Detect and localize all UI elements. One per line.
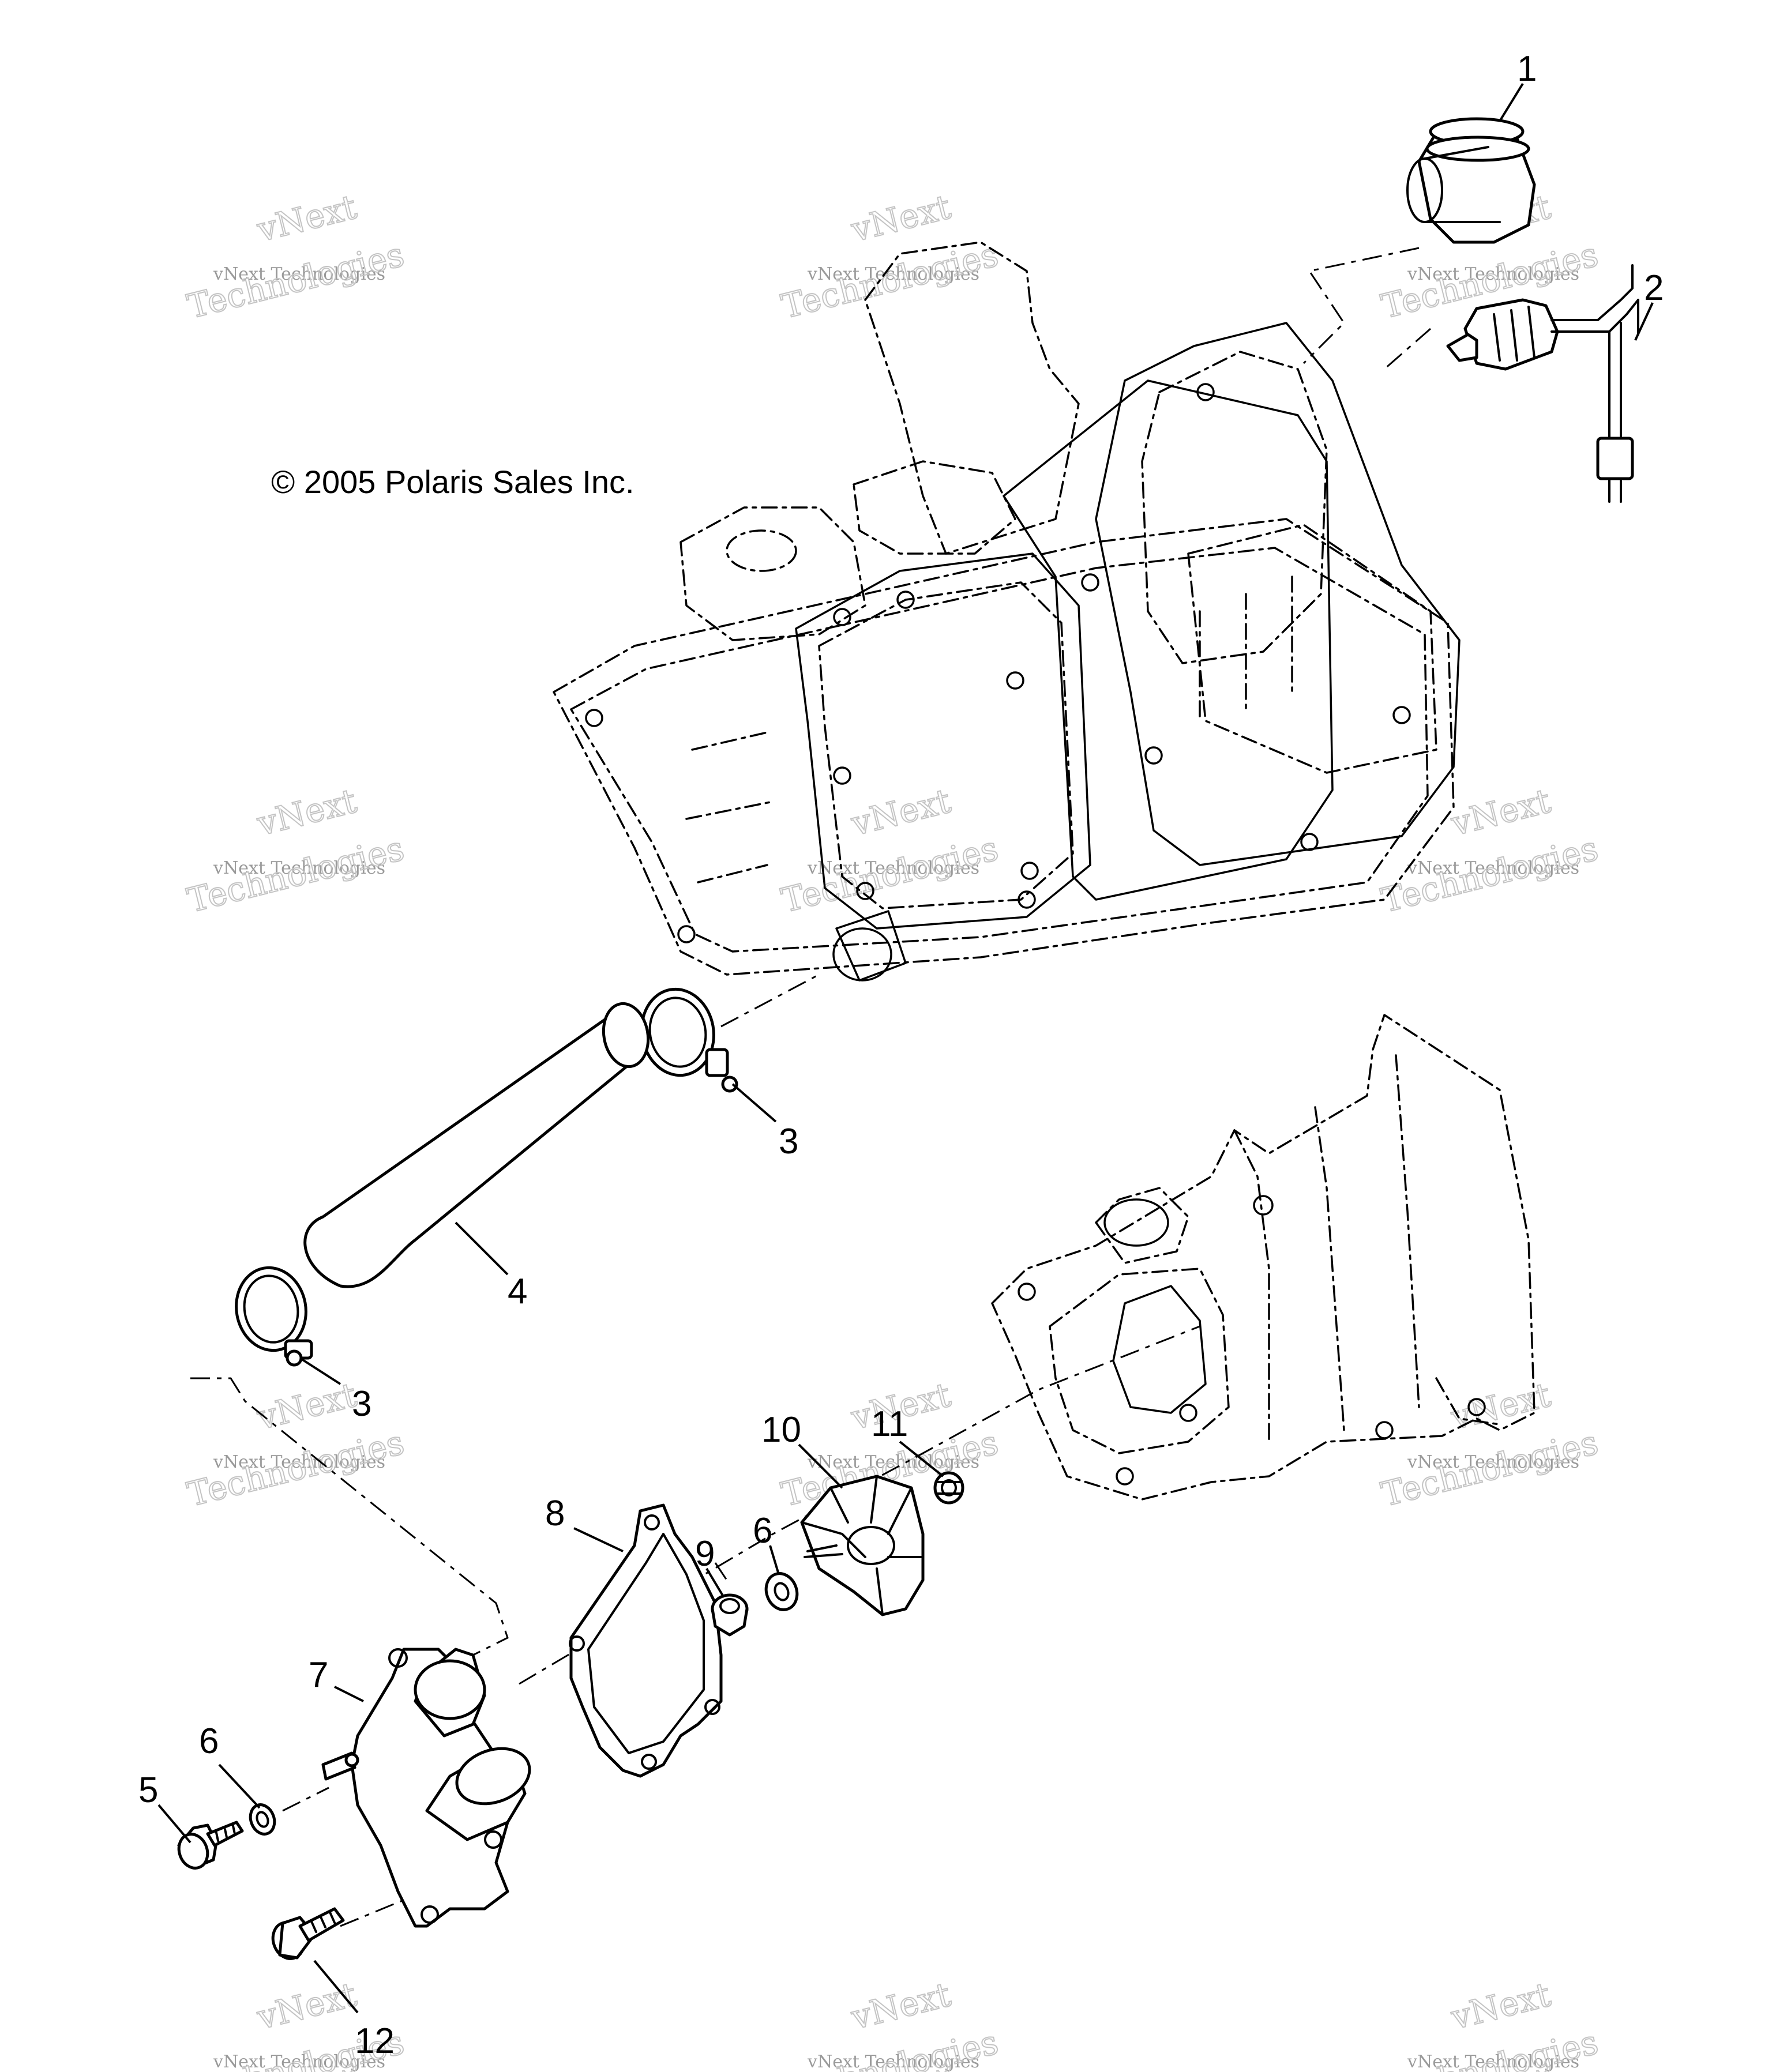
svg-text:Technologies: Technologies [1377, 829, 1602, 920]
nut-part-11 [933, 1471, 964, 1505]
crankcase-phantom [991, 1014, 1536, 1501]
svg-text:Technologies: Technologies [183, 1423, 408, 1514]
callout-3: 3 [352, 1384, 371, 1424]
svg-text:vNext: vNext [847, 187, 954, 249]
svg-text:vNext: vNext [1447, 1375, 1554, 1437]
hose-clamp-part-3-lower [235, 1266, 313, 1367]
watermark: vNext vNext Technologies Technologies [1377, 780, 1602, 920]
watermark: vNext vNext Technologies Technologies [183, 1374, 408, 1514]
svg-text:vNext: vNext [253, 1375, 360, 1437]
svg-text:Technologies: Technologies [183, 829, 408, 920]
hose-clamp-part-3-upper [640, 987, 738, 1093]
svg-text:vNext Technologies: vNext Technologies [1407, 264, 1579, 284]
svg-text:vNext Technologies: vNext Technologies [213, 264, 385, 284]
leader-lines [157, 82, 1654, 2014]
cylinder-head-phantom [553, 241, 1461, 982]
svg-text:vNext: vNext [253, 1975, 360, 2037]
thermostat-part-1 [1406, 117, 1536, 244]
callout-9: 9 [695, 1534, 715, 1574]
svg-text:vNext Technologies: vNext Technologies [1407, 858, 1579, 878]
svg-text:Technologies: Technologies [778, 829, 1002, 920]
watermark: vNext vNext Technologies Technologies [777, 186, 1003, 326]
callout-4: 4 [508, 1272, 527, 1311]
bolt-part-5 [177, 1821, 244, 1870]
svg-text:vNext: vNext [253, 781, 360, 843]
washer-part-6-lower [249, 1803, 276, 1836]
watermark: vNext vNext Technologies Technologies [777, 1974, 1003, 2072]
watermark: vNext vNext Technologies Technologies [183, 780, 408, 920]
water-pump-cover-part-7 [321, 1648, 531, 1928]
svg-text:vNext Technologies: vNext Technologies [213, 1452, 385, 1472]
pump-gasket-part-8 [569, 1503, 723, 1778]
watermark: vNext vNext Technologies Technologies [183, 186, 408, 326]
callout-11: 11 [871, 1404, 908, 1444]
drain-plug-part-9 [711, 1593, 749, 1637]
callout-6: 6 [753, 1511, 772, 1551]
svg-text:vNext Technologies: vNext Technologies [807, 2052, 979, 2072]
watermark: vNext vNext Technologies Technologies [1377, 1374, 1602, 1514]
callout-2: 2 [1644, 268, 1664, 308]
temperature-sensor-part-2 [1446, 264, 1639, 503]
callout-1: 1 [1517, 49, 1537, 89]
callout-8: 8 [545, 1494, 565, 1533]
svg-text:vNext Technologies: vNext Technologies [1407, 2052, 1579, 2072]
copyright-notice: © 2005 Polaris Sales Inc. [271, 464, 635, 500]
bolt-part-12 [271, 1907, 345, 1960]
callout-7: 7 [309, 1655, 328, 1695]
svg-text:vNext: vNext [847, 781, 954, 843]
callout-labels: 1 2 3 4 3 5 6 7 8 9 6 10 11 12 [138, 49, 1664, 2061]
svg-text:vNext Technologies: vNext Technologies [807, 264, 979, 284]
svg-text:vNext Technologies: vNext Technologies [213, 858, 385, 878]
svg-text:Technologies: Technologies [1377, 1423, 1602, 1514]
washer-part-6-upper [764, 1572, 799, 1611]
svg-text:Technologies: Technologies [183, 235, 408, 326]
svg-text:vNext: vNext [1447, 1975, 1554, 2037]
callout-6: 6 [199, 1721, 219, 1761]
svg-text:vNext Technologies: vNext Technologies [807, 858, 979, 878]
svg-text:Technologies: Technologies [778, 235, 1002, 326]
callout-10: 10 [761, 1410, 801, 1450]
svg-text:vNext: vNext [1447, 781, 1554, 843]
watermark: vNext vNext Technologies Technologies [1377, 1974, 1602, 2072]
svg-text:vNext Technologies: vNext Technologies [213, 2052, 385, 2072]
svg-text:vNext: vNext [253, 187, 360, 249]
impeller-part-10 [800, 1475, 925, 1616]
callout-5: 5 [138, 1770, 158, 1810]
svg-text:vNext: vNext [847, 1975, 954, 2037]
callout-12: 12 [355, 2021, 395, 2061]
svg-text:vNext Technologies: vNext Technologies [1407, 1452, 1579, 1472]
callout-3: 3 [779, 1122, 798, 1161]
coolant-hose-part-4 [303, 1002, 650, 1288]
watermark: vNext vNext Technologies Technologies [777, 780, 1003, 920]
